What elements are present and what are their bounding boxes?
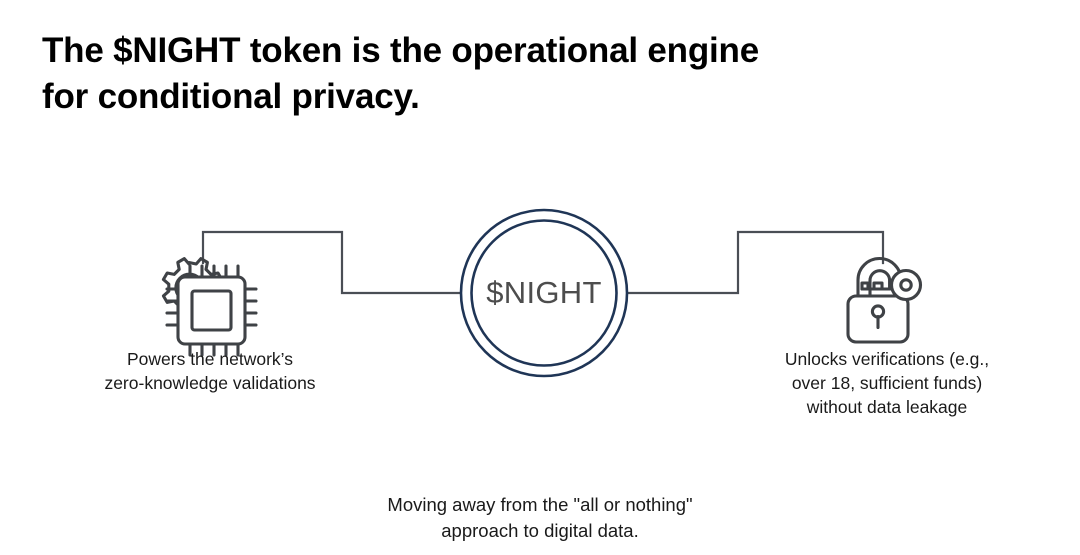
page-title: The $NIGHT token is the operational engi… xyxy=(42,31,759,116)
caption-right: Unlocks verifications (e.g., over 18, su… xyxy=(784,349,990,417)
lock-key-icon xyxy=(846,256,923,344)
caption-left: Powers the network’s zero-knowledge vali… xyxy=(104,349,316,393)
caption-footer: Moving away from the "all or nothing" ap… xyxy=(387,494,693,541)
token-label: $NIGHT xyxy=(486,275,602,310)
gear-chip-icon xyxy=(161,257,258,357)
connector-right xyxy=(626,230,885,295)
connector-left xyxy=(201,230,462,295)
